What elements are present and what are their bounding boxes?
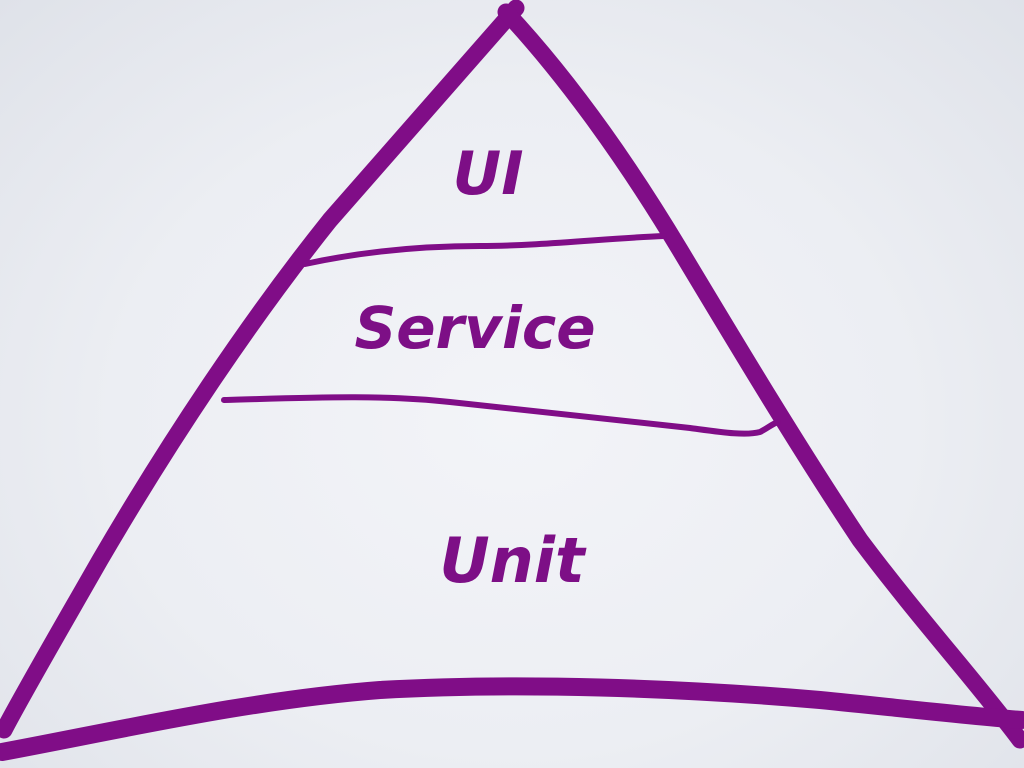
level-label-unit: Unit: [439, 524, 587, 597]
pyramid-right-edge: [497, 3, 1024, 749]
level-label-service: Service: [354, 294, 595, 362]
pyramid-left-edge: [0, 0, 525, 739]
divider-service-unit: [221, 394, 781, 437]
pyramid-base: [0, 677, 1024, 761]
divider-ui-service: [302, 233, 667, 267]
level-label-ui: UI: [452, 139, 523, 209]
